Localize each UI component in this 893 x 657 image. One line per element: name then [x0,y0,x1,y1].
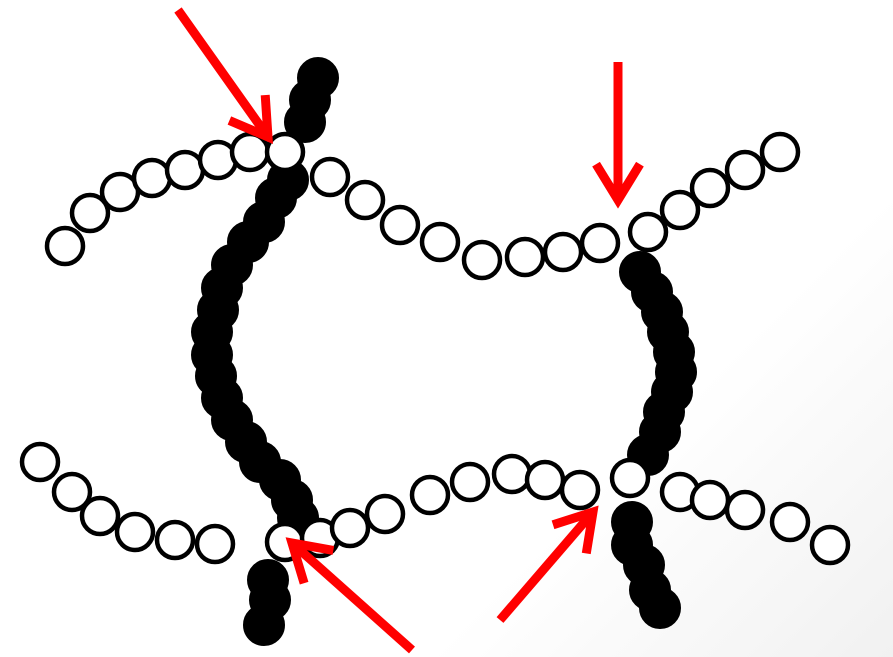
arrow-head [227,94,273,145]
open-bead [559,469,601,511]
open-bead [449,461,491,503]
open-bead [724,149,766,191]
open-bead [689,167,731,209]
open-bead [194,523,236,565]
open-bead [419,221,461,263]
crosslink-arrow-3 [285,537,415,654]
filled-bead [284,101,326,143]
open-bead [542,231,584,273]
open-bead [329,507,371,549]
arrow-shaft [291,541,415,654]
crosslink-arrow-2 [592,62,644,209]
open-bead [524,459,566,501]
open-bead [309,156,351,198]
left-filled-chain [191,57,339,646]
upper-open-chain [44,131,801,281]
open-bead [164,149,206,191]
open-bead [724,489,766,531]
open-bead [491,453,533,495]
open-bead [51,471,93,513]
open-bead [79,495,121,537]
open-bead [131,157,173,199]
arrow-shaft [174,7,270,138]
open-bead [69,192,111,234]
open-bead [579,222,621,264]
right-filled-chain [611,251,697,629]
filled-chains-group [191,57,697,646]
open-bead [154,519,196,561]
arrow-head [592,161,644,209]
open-bead [19,441,61,483]
open-bead [689,479,731,521]
arrow-head [285,537,335,585]
open-bead [809,524,851,566]
open-bead [114,511,156,553]
filled-bead [243,604,285,646]
crosslink-arrow-4 [496,505,599,623]
arrow-head [551,505,599,555]
open-bead [609,457,651,499]
open-bead [759,131,801,173]
arrow-shaft [496,511,595,623]
open-bead [379,204,421,246]
open-bead [409,474,451,516]
open-bead [659,189,701,231]
filled-bead [639,587,681,629]
open-bead [627,211,669,253]
crosslink-arrows-group [174,7,644,654]
open-bead [364,493,406,535]
lower-open-chain [19,441,851,566]
open-bead [264,131,306,173]
open-bead [461,239,503,281]
open-bead [504,236,546,278]
crosslink-arrow-1 [174,7,273,145]
open-chains-group [19,131,851,566]
open-bead [44,225,86,267]
open-bead [344,179,386,221]
open-bead [769,501,811,543]
